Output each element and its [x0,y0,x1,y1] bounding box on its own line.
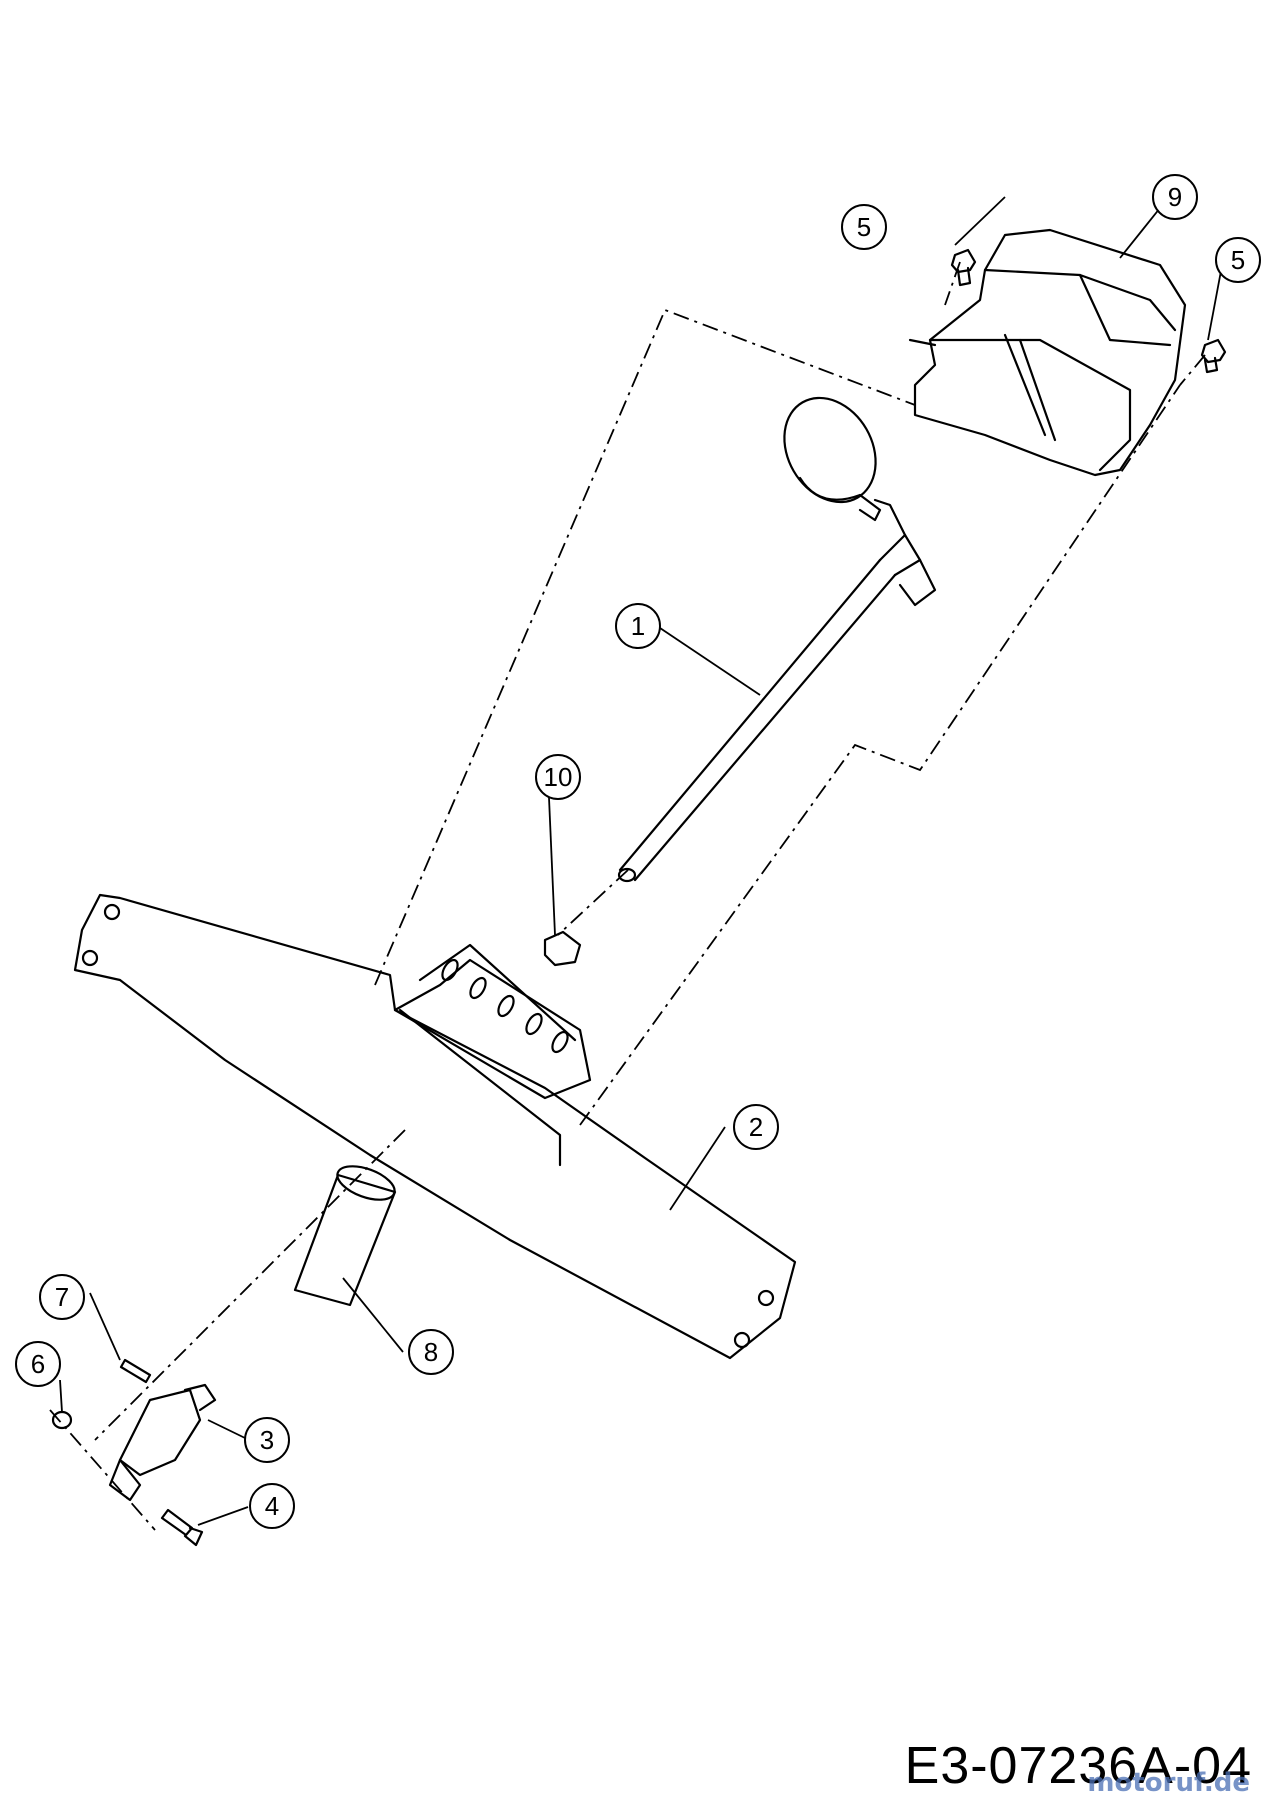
callout-label: 8 [424,1337,438,1367]
frame-bracket [73,893,797,1360]
u-joint [108,1383,217,1502]
callout-label: 1 [631,611,645,641]
leaders [59,196,1225,1526]
bolt-right [1200,338,1227,374]
callout-label: 4 [265,1491,279,1521]
shift-lever [617,396,937,883]
callout-label: 5 [1231,245,1245,275]
callout-label: 5 [857,212,871,242]
callout-label: 10 [544,762,573,792]
callout-label: 3 [260,1425,274,1455]
grommet [543,930,582,967]
document-code: E3-07236A-04 [904,1737,1252,1795]
screw [160,1508,204,1547]
callout-2: 2 [733,1104,779,1150]
callout-9: 9 [1152,174,1198,220]
callout-8: 8 [408,1329,454,1375]
callout-6: 6 [15,1341,61,1387]
console-cover [908,228,1187,477]
callout-1: 1 [615,603,661,649]
callout-4: 4 [249,1483,295,1529]
callout-label: 7 [55,1282,69,1312]
callout-5-right: 5 [1215,237,1261,283]
pin [119,1358,152,1384]
callout-label: 9 [1168,182,1182,212]
sleeve [293,1165,397,1307]
callout-7: 7 [39,1274,85,1320]
callout-label: 6 [31,1349,45,1379]
callout-label: 2 [749,1112,763,1142]
callout-3: 3 [244,1417,290,1463]
callout-10: 10 [535,754,581,800]
shift-plate [393,943,592,1100]
watermark-logo: motoruf.de [1087,1768,1250,1798]
bolt-left [950,248,977,287]
callout-5-left: 5 [841,204,887,250]
nut [51,1410,73,1430]
